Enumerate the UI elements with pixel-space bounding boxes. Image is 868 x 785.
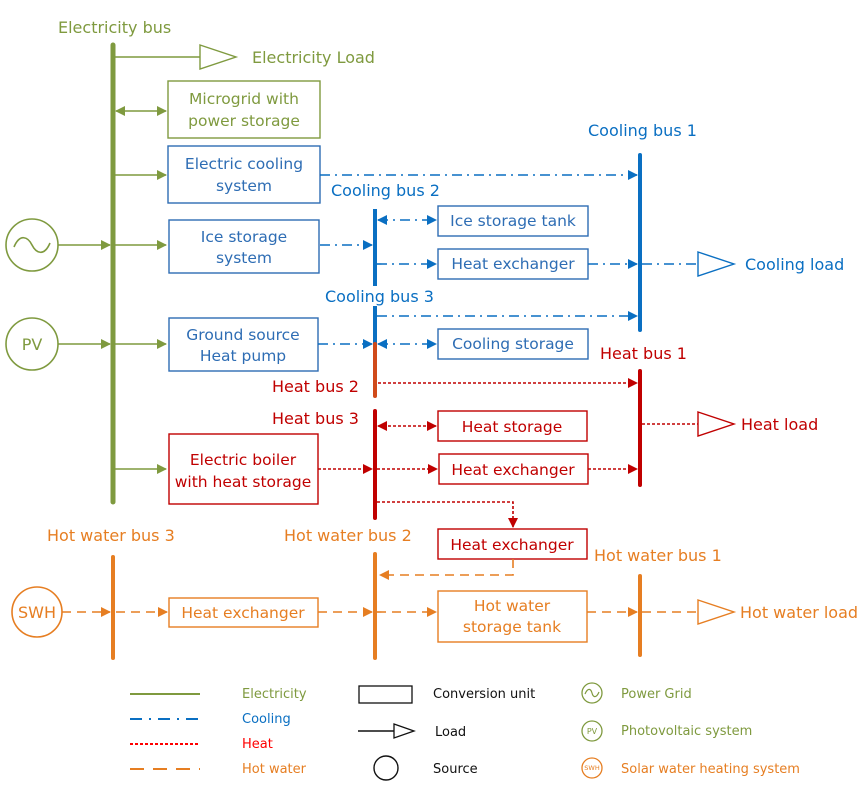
ac-wave-icon xyxy=(13,236,51,254)
cooling-bus-1-label: Cooling bus 1 xyxy=(588,121,697,140)
hw-storage-label-1: Hot water xyxy=(474,597,551,615)
hot-water-load-label: Hot water load xyxy=(740,603,858,622)
boiler-label-1: Electric boiler xyxy=(190,451,297,469)
electric-cooling-unit[interactable]: Electric cooling system xyxy=(167,145,321,204)
legend-hot-water-label: Hot water xyxy=(242,762,307,777)
ground-source-heat-pump-unit[interactable]: Ground source Heat pump xyxy=(168,317,319,372)
legend-swh-small-label: SWH xyxy=(584,764,600,772)
heat-storage-label: Heat storage xyxy=(462,418,563,436)
hot-water-heat-exchanger-unit[interactable]: Heat exchanger xyxy=(168,597,319,628)
legend-pv-label: Photovoltaic system xyxy=(621,724,752,739)
cooling-bus-3-label: Cooling bus 3 xyxy=(325,287,434,306)
heat-bus-3-label: Heat bus 3 xyxy=(272,409,359,428)
heat-load-label: Heat load xyxy=(741,415,818,434)
cooling-hx-label: Heat exchanger xyxy=(451,255,575,273)
legend-swh-icon xyxy=(581,757,603,779)
legend-pv-small-label: PV xyxy=(587,727,598,736)
legend-electricity-label: Electricity xyxy=(242,687,307,702)
legend-power-grid-label: Power Grid xyxy=(621,687,692,702)
legend-source-label: Source xyxy=(433,762,478,777)
load-triangle-icon xyxy=(199,44,239,70)
hot-water-bus-1-label: Hot water bus 1 xyxy=(594,546,722,565)
electric-cooling-label-2: system xyxy=(216,177,272,195)
hot-water-load: Hot water load xyxy=(642,599,858,625)
legend-load-label: Load xyxy=(435,725,466,740)
legend: Electricity Cooling Heat Hot water Conve… xyxy=(130,682,800,781)
cooling-bus-2-label: Cooling bus 2 xyxy=(331,181,440,200)
hot-water-bus-2-label: Hot water bus 2 xyxy=(284,526,412,545)
pv-source: PV xyxy=(5,317,111,371)
legend-swh-label: Solar water heating system xyxy=(621,762,800,777)
cooling-heat-exchanger-unit[interactable]: Heat exchanger xyxy=(437,248,589,280)
heat-to-water-exchanger-unit[interactable]: Heat exchanger xyxy=(437,528,588,560)
load-triangle-icon xyxy=(697,599,737,625)
cooling-load: Cooling load xyxy=(642,251,844,277)
heat-hx-label: Heat exchanger xyxy=(451,461,575,479)
hot-water-bus-3-label: Hot water bus 3 xyxy=(47,526,175,545)
legend-cooling-label: Cooling xyxy=(242,712,291,727)
microgrid-label-2: power storage xyxy=(188,112,300,130)
ice-storage-tank-unit[interactable]: Ice storage tank xyxy=(437,205,589,237)
electricity-bus-label: Electricity bus xyxy=(58,18,171,37)
cooling-load-label: Cooling load xyxy=(745,255,844,274)
legend-load-icon xyxy=(393,723,416,739)
cooling-storage-unit[interactable]: Cooling storage xyxy=(437,328,589,360)
cooling-storage-label: Cooling storage xyxy=(452,335,574,353)
power-grid-source xyxy=(5,218,111,272)
legend-source-icon xyxy=(373,755,399,781)
electricity-load: Electricity Load xyxy=(113,44,375,70)
swh-label: SWH xyxy=(18,603,56,622)
heat-bus-1-label: Heat bus 1 xyxy=(600,344,687,363)
pv-label: PV xyxy=(22,335,43,354)
hw-hx-label: Heat exchanger xyxy=(181,604,305,622)
hot-water-storage-tank-unit[interactable]: Hot water storage tank xyxy=(437,590,588,643)
legend-pv-icon xyxy=(581,720,603,742)
heat-load: Heat load xyxy=(642,411,818,437)
ice-storage-system-unit[interactable]: Ice storage system xyxy=(168,219,320,274)
microgrid-label-1: Microgrid with xyxy=(189,90,299,108)
electricity-load-label: Electricity Load xyxy=(252,48,375,67)
ice-storage-label-1: Ice storage xyxy=(201,228,287,246)
load-triangle-icon xyxy=(697,251,737,277)
heat-storage-unit[interactable]: Heat storage xyxy=(437,410,588,442)
microgrid-unit[interactable]: Microgrid with power storage xyxy=(167,80,321,139)
gshp-label-1: Ground source xyxy=(186,326,299,344)
electric-cooling-label-1: Electric cooling xyxy=(185,155,303,173)
water-hx-to-hwb2 xyxy=(379,559,514,580)
boiler-label-2: with heat storage xyxy=(175,473,312,491)
heat-exchanger-unit[interactable]: Heat exchanger xyxy=(438,453,589,485)
electric-boiler-unit[interactable]: Electric boiler with heat storage xyxy=(168,433,319,505)
hw-storage-label-2: storage tank xyxy=(463,618,561,636)
legend-heat-label: Heat xyxy=(242,737,273,752)
heat-to-water-hx-label: Heat exchanger xyxy=(450,536,574,554)
gshp-label-2: Heat pump xyxy=(200,347,286,365)
legend-conversion-unit-icon xyxy=(358,685,413,704)
ice-storage-label-2: system xyxy=(216,249,272,267)
ice-tank-label: Ice storage tank xyxy=(450,212,576,230)
heat-bus-2-label: Heat bus 2 xyxy=(272,377,359,396)
hb3-to-water-hx-link xyxy=(377,501,518,528)
swh-source: SWH xyxy=(11,586,63,638)
load-triangle-icon xyxy=(697,411,737,437)
legend-conversion-unit-label: Conversion unit xyxy=(433,687,535,702)
